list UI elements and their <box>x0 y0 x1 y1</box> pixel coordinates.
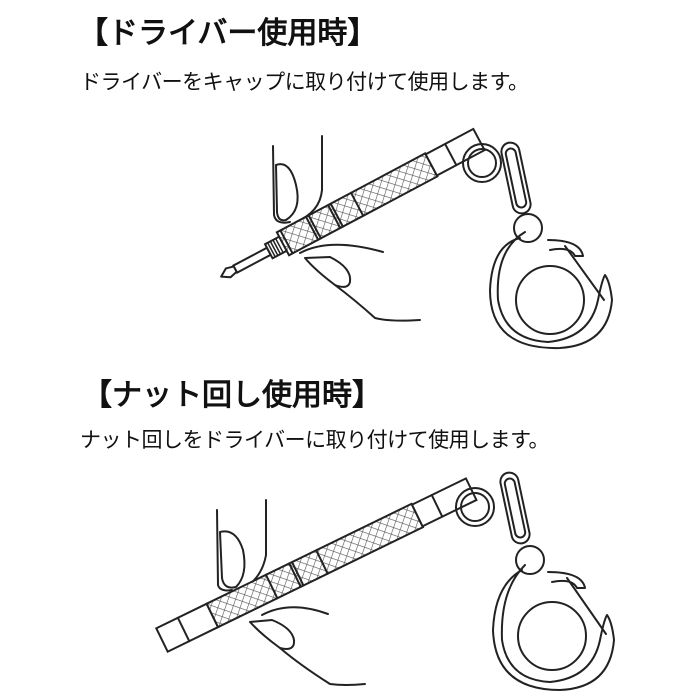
section-driver-heading: 【ドライバー使用時】 <box>78 16 378 51</box>
keychain-clip-icon <box>462 141 613 350</box>
finger-upper-icon <box>216 499 267 592</box>
screwdriver-body <box>220 127 486 279</box>
nut-driver-body <box>154 477 478 654</box>
section-nut-heading: 【ナット回し使用時】 <box>82 378 382 413</box>
keychain-clip-icon <box>455 471 615 691</box>
section-nut-caption: ナット回しをドライバーに取り付けて使用します。 <box>80 428 549 452</box>
finger-lower-icon <box>249 606 366 686</box>
section-driver-caption: ドライバーをキャップに取り付けて使用します。 <box>80 70 529 94</box>
finger-lower-icon <box>299 243 421 322</box>
